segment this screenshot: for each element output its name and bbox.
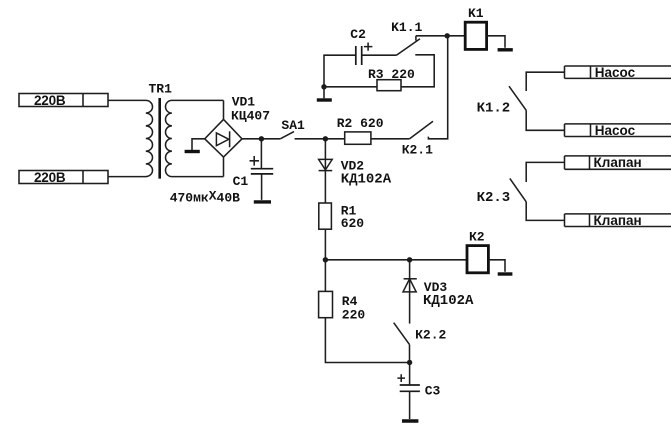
svg-text:620: 620 xyxy=(341,216,365,231)
svg-text:К2.2: К2.2 xyxy=(415,328,446,343)
svg-text:КД102А: КД102А xyxy=(423,293,474,309)
svg-text:SA1: SA1 xyxy=(281,118,305,133)
svg-text:220: 220 xyxy=(342,307,366,322)
svg-text:VD2: VD2 xyxy=(341,158,365,173)
svg-text:Насос: Насос xyxy=(595,65,636,80)
svg-text:Клапан: Клапан xyxy=(594,213,642,228)
svg-text:Клапан: Клапан xyxy=(594,155,642,170)
svg-text:TR1: TR1 xyxy=(149,82,173,97)
svg-text:КД102А: КД102А xyxy=(341,172,392,188)
svg-text:К1.2: К1.2 xyxy=(477,101,511,117)
svg-text:R3 220: R3 220 xyxy=(368,67,415,82)
svg-text:К2.3: К2.3 xyxy=(477,190,511,206)
svg-text:К2: К2 xyxy=(469,230,485,245)
svg-text:К2.1: К2.1 xyxy=(402,143,433,158)
svg-text:K1.1: K1.1 xyxy=(391,20,422,35)
svg-text:K1: K1 xyxy=(468,6,484,21)
svg-text:Насос: Насос xyxy=(595,123,636,138)
svg-text:VD1: VD1 xyxy=(232,95,256,110)
svg-text:R4: R4 xyxy=(342,294,358,309)
svg-text:C1: C1 xyxy=(233,174,249,189)
svg-text:C2: C2 xyxy=(350,27,366,42)
svg-text:VD3: VD3 xyxy=(424,280,448,295)
svg-text:470мкX40В: 470мкX40В xyxy=(170,189,240,206)
svg-text:220В: 220В xyxy=(34,93,66,108)
svg-text:R1: R1 xyxy=(341,203,357,218)
svg-text:C3: C3 xyxy=(425,384,441,399)
svg-text:220В: 220В xyxy=(34,170,66,185)
svg-text:R2 620: R2 620 xyxy=(337,116,384,131)
svg-text:КЦ407: КЦ407 xyxy=(231,109,270,124)
